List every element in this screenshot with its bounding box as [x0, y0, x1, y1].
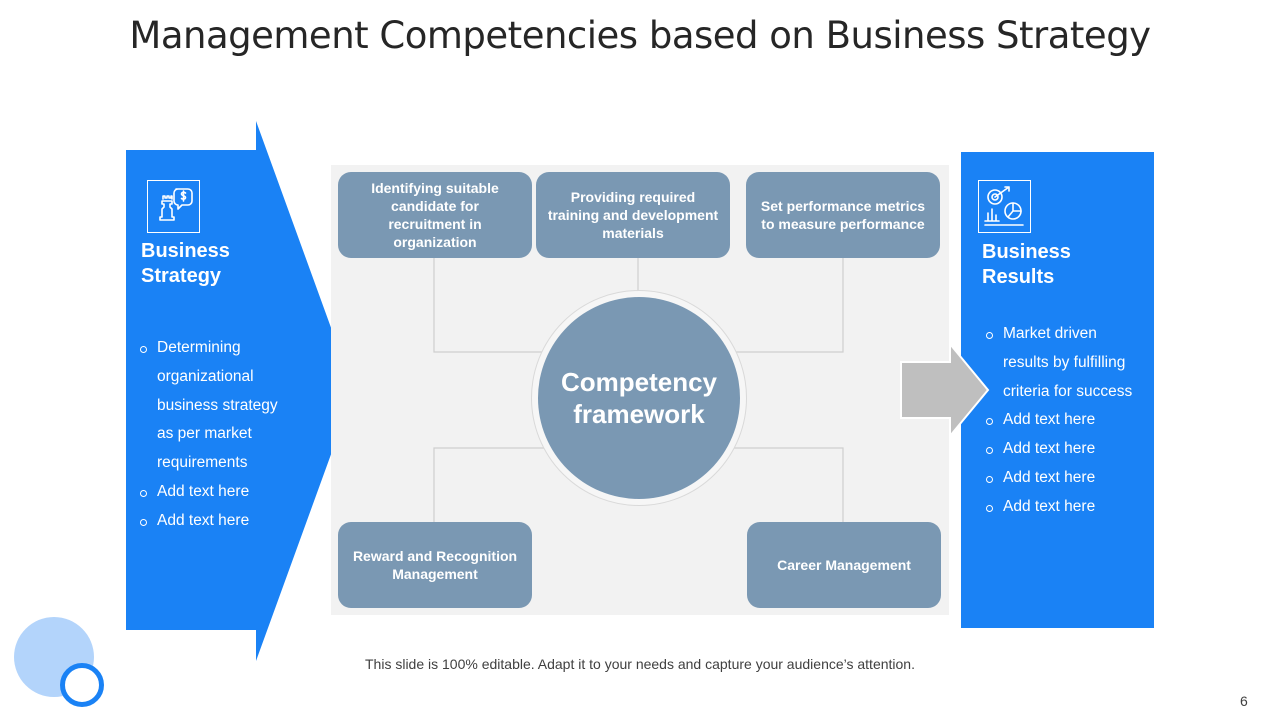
- box-recruitment: Identifying suitable candidate for recru…: [338, 172, 532, 258]
- decorative-blue-ring: [60, 663, 104, 707]
- bullet-item: Add text here: [140, 507, 340, 536]
- box-training-line: training and development: [547, 207, 719, 223]
- box-performance-line: Set performance metrics: [760, 198, 926, 214]
- box-reward-recognition: Reward and Recognition Management: [338, 522, 532, 608]
- bullet-item: Add text here: [986, 493, 1151, 522]
- circle-label-line2: framework: [573, 399, 705, 429]
- bullet-continuation: organizational: [157, 367, 254, 385]
- slide-title: Management Competencies based on Busines…: [129, 14, 1151, 57]
- business-results-title-line2: Results: [982, 266, 1055, 288]
- box-reward-line: Management: [392, 566, 478, 582]
- results-icon-box: [978, 180, 1031, 233]
- business-strategy-title-line1: Business: [141, 240, 230, 262]
- bullet-continuation: criteria for success: [1003, 382, 1133, 400]
- competency-framework-circle: Competency framework: [538, 297, 740, 499]
- box-training-line: materials: [602, 225, 664, 241]
- target-growth-chart-icon: [984, 186, 1024, 226]
- business-strategy-title: Business Strategy: [141, 239, 230, 289]
- bullet-continuation: as per market: [157, 425, 252, 443]
- bullet-item: Determining: [140, 334, 340, 363]
- strategy-icon-box: [147, 180, 200, 233]
- bullet-item: Add text here: [140, 478, 340, 507]
- bullet-continuation: business strategy: [157, 396, 278, 414]
- bullet-item: Add text here: [986, 464, 1151, 493]
- business-strategy-title-line2: Strategy: [141, 265, 222, 287]
- editable-footnote: This slide is 100% editable. Adapt it to…: [365, 656, 915, 672]
- business-results-bullets: Market driven results by fulfilling crit…: [986, 320, 1151, 522]
- box-training-line: Providing required: [570, 189, 696, 205]
- business-results-panel: [961, 152, 1154, 628]
- box-career-line: Career Management: [777, 557, 911, 573]
- bullet-continuation: results by fulfilling: [1003, 353, 1126, 371]
- bullet-item: Add text here: [986, 435, 1151, 464]
- bullet-continuation: requirements: [157, 454, 248, 472]
- box-recruitment-line: recruitment in: [388, 216, 482, 232]
- box-recruitment-line: candidate for: [391, 198, 479, 214]
- bullet-item: Add text here: [986, 406, 1151, 435]
- box-performance-metrics: Set performance metrics to measure perfo…: [746, 172, 940, 258]
- page-number: 6: [1240, 693, 1248, 709]
- bullet-item: Market driven: [986, 320, 1151, 349]
- circle-label-line1: Competency: [560, 367, 718, 397]
- box-recruitment-line: Identifying suitable: [371, 180, 499, 196]
- box-performance-line: to measure performance: [761, 216, 925, 232]
- box-training: Providing required training and developm…: [536, 172, 730, 258]
- box-career-management: Career Management: [747, 522, 941, 608]
- box-recruitment-line: organization: [393, 234, 477, 250]
- gray-right-arrow: [900, 343, 990, 437]
- business-strategy-arrow: [126, 121, 354, 661]
- business-results-title: Business Results: [982, 240, 1071, 290]
- business-strategy-bullets: Determining organizational business stra…: [140, 334, 340, 536]
- box-reward-line: Reward and Recognition: [352, 548, 518, 564]
- strategy-chess-dollar-icon: [159, 188, 193, 221]
- business-results-title-line1: Business: [982, 241, 1071, 263]
